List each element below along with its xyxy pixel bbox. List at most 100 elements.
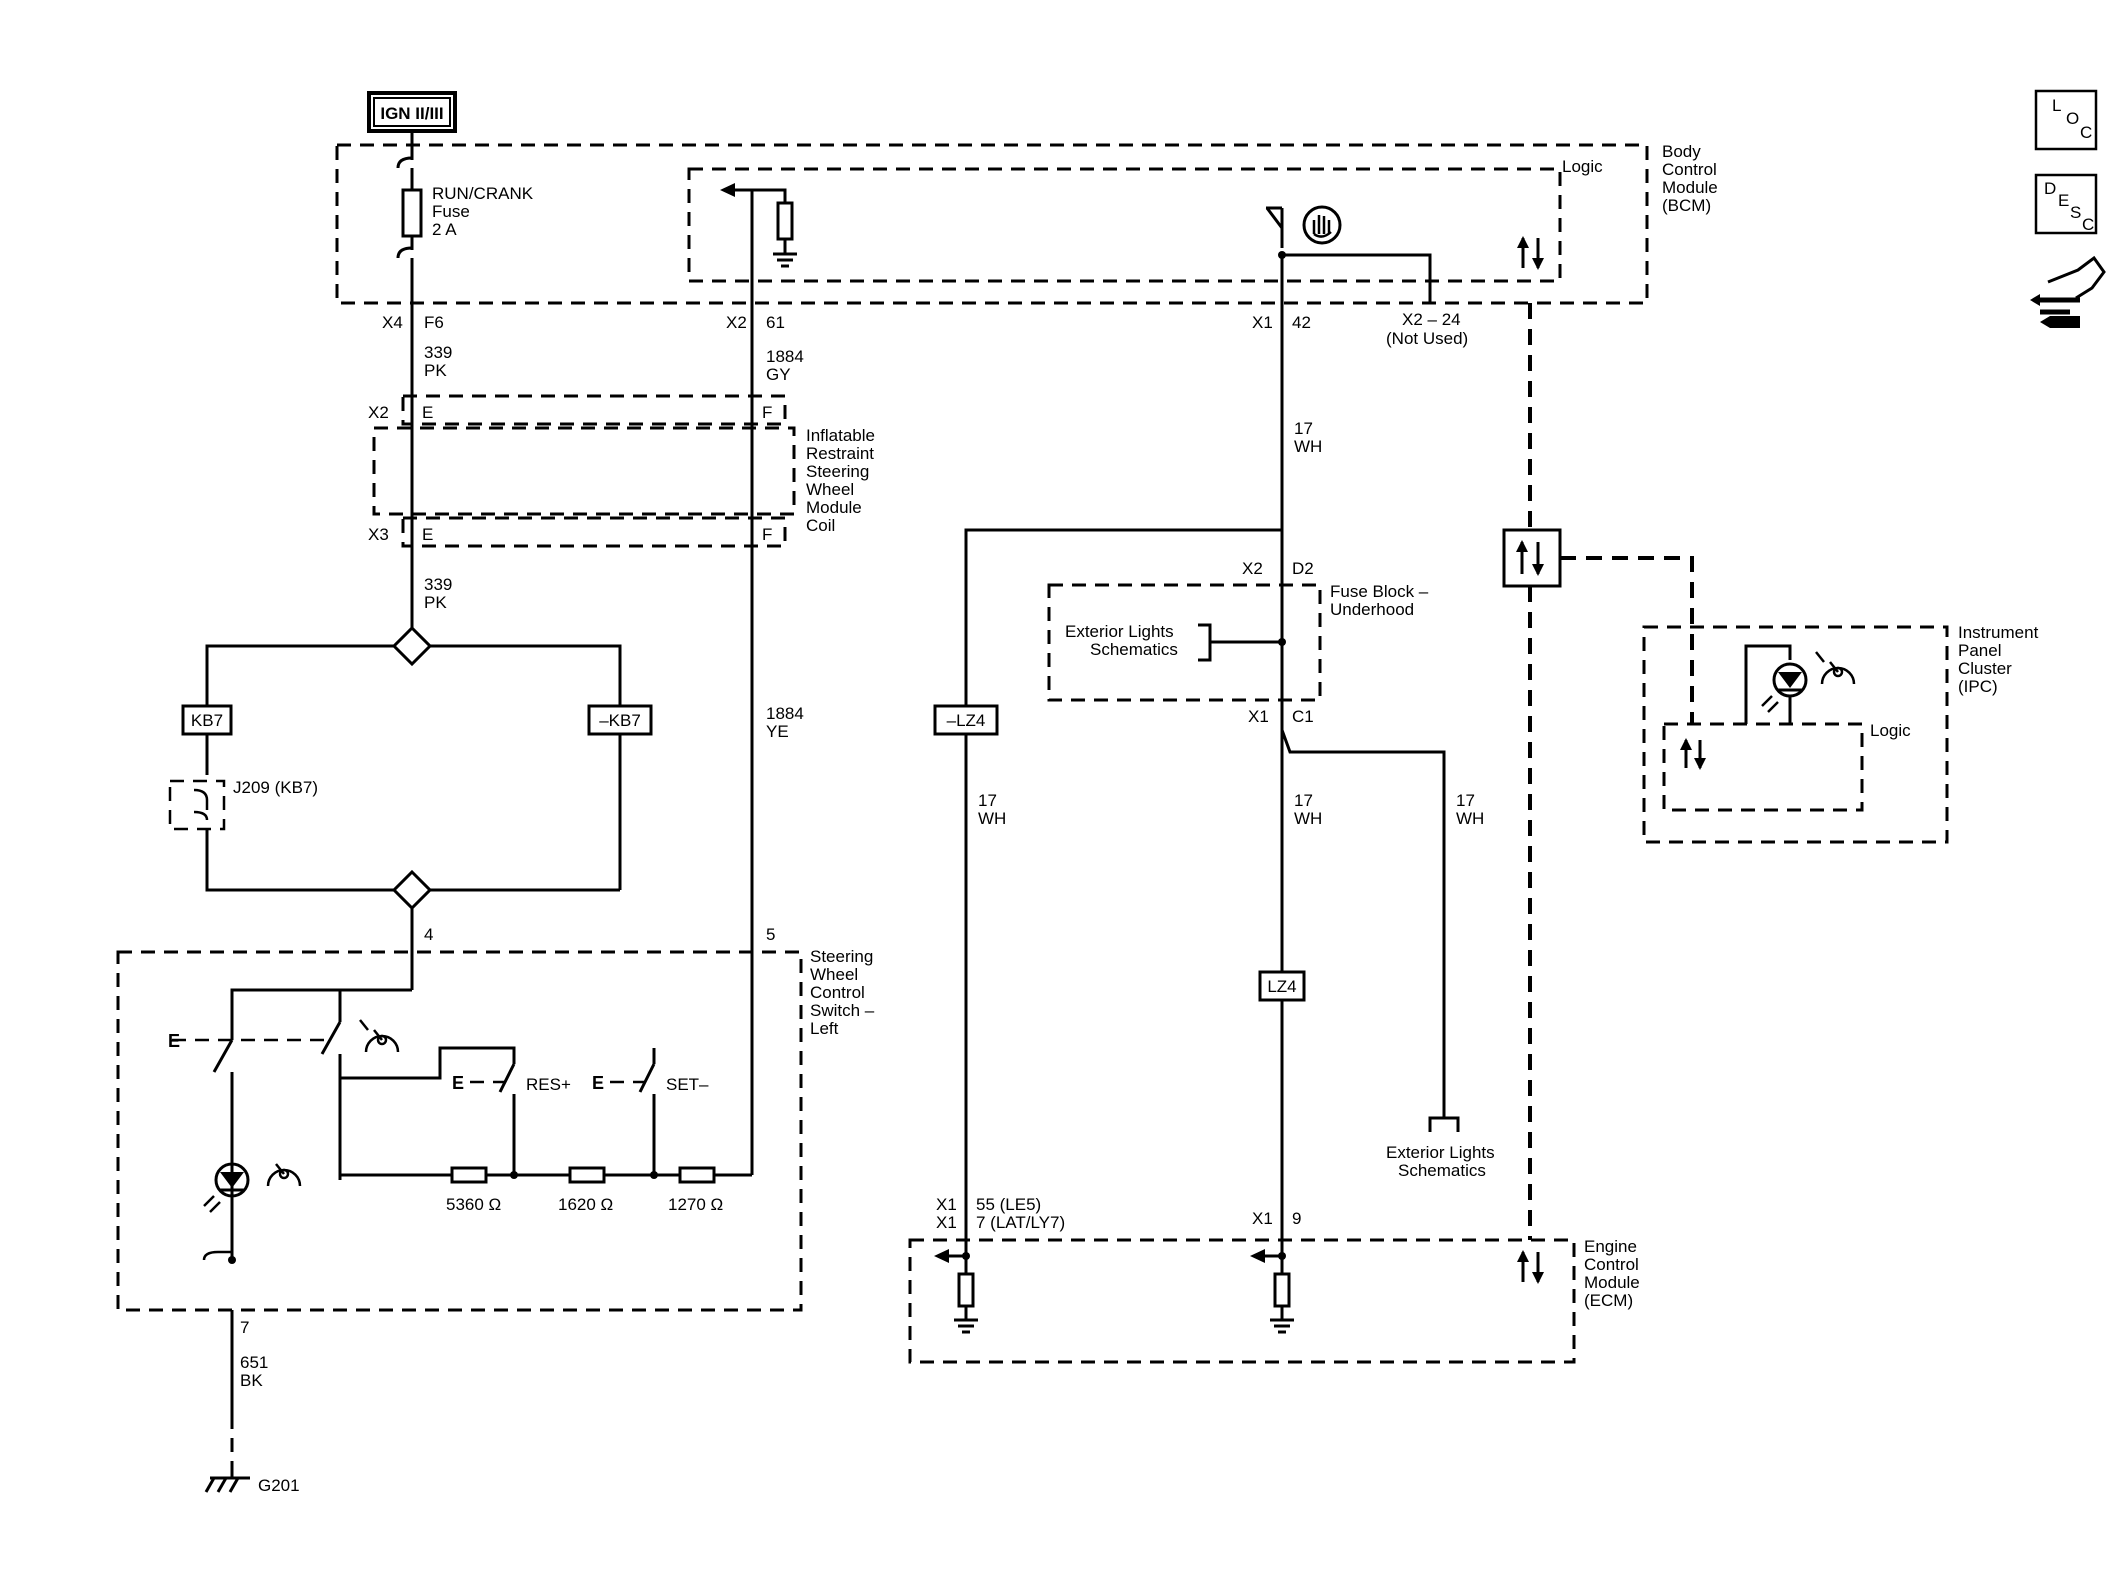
svg-text:(IPC): (IPC) <box>1958 677 1998 696</box>
svg-text:Wheel: Wheel <box>810 965 858 984</box>
fuse-block-box <box>1047 583 1322 702</box>
fuse-block-title: Fuse Block – Underhood <box>1330 582 1429 619</box>
svg-text:Fuse Block –: Fuse Block – <box>1330 582 1429 601</box>
svg-text:Body: Body <box>1662 142 1701 161</box>
svg-text:Steering: Steering <box>806 462 869 481</box>
fuse-connector-top <box>396 156 413 169</box>
cruise-control-icon <box>359 1019 400 1053</box>
svg-text:WH: WH <box>1294 437 1322 456</box>
pin-x2-fb: X2 <box>1242 559 1263 578</box>
data-link-box <box>1502 528 1562 588</box>
svg-text:WH: WH <box>1294 809 1322 828</box>
ground-icon <box>954 1318 978 1334</box>
svg-text:2 A: 2 A <box>432 220 457 239</box>
loc-badge-l: L <box>2052 96 2061 115</box>
svg-text:17: 17 <box>1456 791 1475 810</box>
svg-text:YE: YE <box>766 722 789 741</box>
svg-text:Exterior Lights: Exterior Lights <box>1065 622 1174 641</box>
resistor <box>957 1272 975 1308</box>
loc-badge-o: O <box>2066 109 2079 128</box>
bcm-title: Body Control Module (BCM) <box>1662 142 1718 215</box>
svg-text:WH: WH <box>1456 809 1484 828</box>
pin-c1: C1 <box>1292 707 1314 726</box>
ecm-box <box>908 1238 1576 1364</box>
res-switch <box>498 1063 516 1093</box>
bidirectional-arrow-icon <box>1517 236 1544 270</box>
coil-x2-connector <box>401 394 787 426</box>
coil-module-box <box>372 426 796 516</box>
ext-lights-ref: Exterior Lights Schematics <box>1386 1143 1495 1180</box>
option-not-kb7 <box>587 704 653 736</box>
svg-text:RUN/CRANK: RUN/CRANK <box>432 184 534 203</box>
pin-e-bottom: E <box>422 525 433 544</box>
pin-4: 4 <box>424 925 433 944</box>
arrow-left-icon <box>720 183 735 197</box>
svg-text:PK: PK <box>424 593 447 612</box>
switch-contact-left <box>212 1039 234 1073</box>
ground-connector <box>202 1250 232 1261</box>
pin-x3-coil: X3 <box>368 525 389 544</box>
svg-text:KB7: KB7 <box>191 711 223 730</box>
pin-x1-ecm-c: X1 <box>1252 1209 1273 1228</box>
svg-text:LZ4: LZ4 <box>1267 977 1296 996</box>
actuator-e-icon: E <box>168 1031 180 1051</box>
resistor-1270 <box>678 1166 716 1184</box>
desc-badge-d: D <box>2044 179 2056 198</box>
pin-f-bottom: F <box>762 525 772 544</box>
wire-17-wh-middle: 17 WH <box>1294 791 1322 828</box>
pin-5: 5 <box>766 925 775 944</box>
loc-badge[interactable] <box>2034 89 2098 151</box>
svg-text:Control: Control <box>1662 160 1717 179</box>
resistor-1270-label: 1270 Ω <box>668 1195 723 1214</box>
wire-339-pk-top: 339 PK <box>424 343 452 380</box>
svg-text:17: 17 <box>1294 791 1313 810</box>
svg-text:Cluster: Cluster <box>1958 659 2012 678</box>
connector-tool-icon[interactable] <box>2030 255 2106 328</box>
wire-17-wh-left: 17 WH <box>978 791 1006 828</box>
wire-651-bk: 651 BK <box>240 1353 268 1390</box>
svg-text:Schematics: Schematics <box>1398 1161 1486 1180</box>
not-used-label: (Not Used) <box>1386 329 1468 348</box>
svg-text:Instrument: Instrument <box>1958 623 2039 642</box>
desc-badge[interactable] <box>2034 173 2098 235</box>
bcm-logic-label: Logic <box>1562 157 1603 176</box>
wire-1884-gy: 1884 GY <box>766 347 804 384</box>
wire-339-pk-bottom: 339 PK <box>424 575 452 612</box>
svg-text:WH: WH <box>978 809 1006 828</box>
res-label: RES+ <box>526 1075 571 1094</box>
splice-bottom <box>391 869 433 911</box>
ground-icon <box>773 252 797 268</box>
pin-x1-fb: X1 <box>1248 707 1269 726</box>
svg-text:Left: Left <box>810 1019 839 1038</box>
resistor-1620 <box>568 1166 606 1184</box>
pin-61: 61 <box>766 313 785 332</box>
steering-switch-title: Steering Wheel Control Switch – Left <box>810 947 875 1038</box>
ipc-logic-box <box>1662 722 1864 812</box>
svg-text:PK: PK <box>424 361 447 380</box>
fuse-connector-bottom <box>396 246 413 259</box>
pin-9: 9 <box>1292 1209 1301 1228</box>
desc-badge-s: S <box>2070 203 2081 222</box>
svg-text:651: 651 <box>240 1353 268 1372</box>
switch-contact-right <box>320 1021 342 1055</box>
set-switch <box>638 1063 656 1093</box>
splice-top <box>391 625 433 667</box>
wire-17-wh-right: 17 WH <box>1456 791 1484 828</box>
pin-x1: X1 <box>1252 313 1273 332</box>
svg-text:17: 17 <box>978 791 997 810</box>
set-label: SET– <box>666 1075 709 1094</box>
chassis-ground-icon <box>204 1470 250 1493</box>
ign-box-inner <box>373 97 451 127</box>
ipc-logic-label: Logic <box>1870 721 1911 740</box>
svg-text:Module: Module <box>806 498 862 517</box>
bidirectional-arrow-icon <box>1517 1250 1544 1284</box>
svg-text:Exterior Lights: Exterior Lights <box>1386 1143 1495 1162</box>
resistor <box>776 201 794 241</box>
pin-e-top: E <box>422 403 433 422</box>
svg-text:1884: 1884 <box>766 704 804 723</box>
resistor <box>1273 1272 1291 1308</box>
svg-text:Coil: Coil <box>806 516 835 535</box>
fuse-label: RUN/CRANK Fuse 2 A <box>432 184 534 239</box>
svg-text:BK: BK <box>240 1371 263 1390</box>
ecm-title: Engine Control Module (ECM) <box>1584 1237 1640 1310</box>
